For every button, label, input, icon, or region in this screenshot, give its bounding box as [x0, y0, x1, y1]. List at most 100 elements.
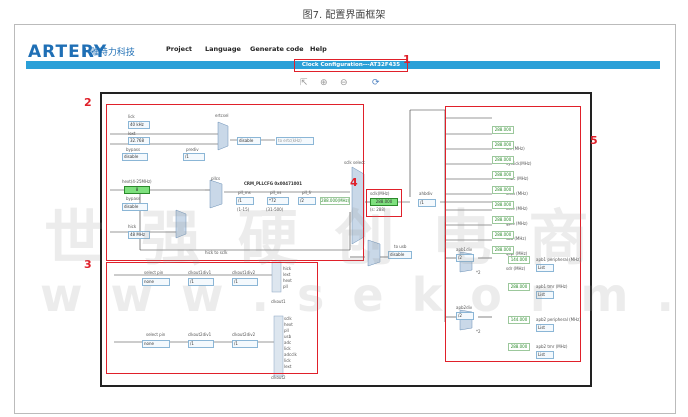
- apb1-tmr-value: 288.000: [508, 283, 530, 291]
- pllcs-label: pllcs: [211, 176, 221, 181]
- output-qspi-label: qspi (MHz): [506, 251, 528, 256]
- ahbdiv-select[interactable]: /1: [418, 199, 436, 207]
- apb1-tmr-list-button[interactable]: List: [536, 291, 554, 299]
- clkout2-name: clkout2: [271, 375, 286, 380]
- ertcsel-select[interactable]: disable: [237, 137, 261, 145]
- lext-label: lext: [128, 131, 136, 136]
- prediv-select[interactable]: /1: [183, 153, 205, 161]
- clkout1-name: clkout1: [271, 299, 286, 304]
- sclk-label: sclk(MHz): [370, 191, 390, 196]
- apb2-tmr-list-button[interactable]: List: [536, 351, 554, 359]
- output-i2s-label: i2s (MHz): [506, 146, 525, 151]
- clkout2-div1-label: clkout2div1: [188, 332, 212, 337]
- clkout2-select-label: select pin: [146, 332, 166, 337]
- output-gpio-label: gpio (MHz): [506, 221, 528, 226]
- output-sba-value: 288.000: [492, 216, 514, 224]
- clkout2-source-lick: lick: [284, 346, 291, 351]
- clkout2-div2-label: clkout2div2: [232, 332, 256, 337]
- marker-3: 3: [84, 258, 92, 271]
- hext-value[interactable]: 8: [124, 186, 150, 194]
- clkout1-sources: hick lext hext pll: [283, 266, 292, 290]
- marker-box-4: [366, 189, 402, 217]
- sclk-value: 288.000: [370, 198, 398, 206]
- clkout1-div2-select[interactable]: /1: [232, 278, 258, 286]
- menu-project[interactable]: Project: [166, 45, 193, 53]
- zoom-out-icon[interactable]: ⊖: [340, 78, 348, 88]
- apb1div-select[interactable]: /2: [456, 254, 474, 262]
- clkout1-source-pll: pll: [283, 284, 288, 289]
- output-systick-value: 288.000: [492, 141, 514, 149]
- output-core-value: 288.000: [492, 186, 514, 194]
- menu-help[interactable]: Help: [310, 45, 327, 53]
- ertc-output: to ertc(kHz): [276, 137, 314, 145]
- zoom-in-icon[interactable]: ⊕: [320, 78, 328, 88]
- clkout2-div1-select[interactable]: /1: [188, 340, 214, 348]
- pll-ms-range: (1-15): [237, 207, 250, 212]
- menu-generate-code[interactable]: Generate code: [250, 45, 304, 53]
- clkout2-source-lext: lext: [284, 364, 292, 369]
- clkout1-pin-select[interactable]: none: [142, 278, 170, 286]
- clkout2-pin-select[interactable]: none: [142, 340, 170, 348]
- hext-bypass-select[interactable]: disable: [122, 203, 148, 211]
- marker-box-2: [106, 104, 364, 261]
- clkout2-source-usb: usb: [284, 334, 292, 339]
- apb2div-select[interactable]: /2: [456, 312, 474, 320]
- bypass-label-1: bypass: [126, 147, 141, 152]
- pll-fr-label: pll_fr: [302, 190, 312, 195]
- pll-fr-select[interactable]: /2: [298, 197, 316, 205]
- apb2-peripheral-label: apb2 peripheral (MHz): [536, 317, 581, 322]
- output-sba-label: sba (MHz): [506, 236, 527, 241]
- clkout1-source-lext: lext: [283, 272, 291, 277]
- pll-ns-input[interactable]: *72: [267, 197, 289, 205]
- hick-value[interactable]: 48 MHz: [128, 231, 150, 239]
- marker-box-1: [294, 59, 408, 72]
- output-dma-value: 288.000: [492, 171, 514, 179]
- marker-4: 4: [350, 176, 358, 189]
- usb-label: to usb: [394, 244, 407, 249]
- menu-language[interactable]: Language: [205, 45, 241, 53]
- lext-bypass-select[interactable]: disable: [122, 153, 148, 161]
- marker-box-3: [106, 262, 318, 374]
- marker-2: 2: [84, 96, 92, 109]
- pll-ns-range: (31-500): [266, 207, 284, 212]
- apb2-multiplier: *2: [476, 329, 481, 334]
- apb1div-label: apb1div: [456, 247, 473, 252]
- clkout2-source-adc: adc: [284, 340, 292, 345]
- clkout2-div2-select[interactable]: /1: [232, 340, 258, 348]
- apb2-peripheral-list-button[interactable]: List: [536, 324, 554, 332]
- title-bar: [26, 61, 660, 69]
- clkout1-source-hext: hext: [283, 278, 292, 283]
- apb1-peripheral-value: 144.000: [508, 256, 530, 264]
- clkout2-source-sclk: sclk: [284, 316, 292, 321]
- output-gpio-value: 288.000: [492, 201, 514, 209]
- zoom-fit-icon[interactable]: ⇱: [300, 78, 308, 88]
- lick-value[interactable]: 40 kHz: [128, 121, 150, 129]
- usb-select[interactable]: disable: [388, 251, 412, 259]
- apb2-tmr-value: 288.000: [508, 343, 530, 351]
- pll-output-value: 288.000(MHz): [320, 197, 350, 205]
- output-dma-label: dma (MHz): [506, 191, 528, 196]
- clkout1-div1-select[interactable]: /1: [188, 278, 214, 286]
- refresh-icon[interactable]: ⟳: [372, 78, 380, 88]
- artery-logo: ARTERY: [28, 42, 108, 62]
- apb1-peripheral-list-button[interactable]: List: [536, 264, 554, 272]
- clkout2-source-adcclk: adcclk: [284, 352, 297, 357]
- apb1-tmr-label: apb1 tmr (MHz): [536, 284, 568, 289]
- pll-ms-input[interactable]: /1: [236, 197, 254, 205]
- hick-to-sclk-label: hick to sclk: [205, 250, 228, 255]
- figure-caption: 图7. 配置界面框架: [302, 10, 386, 21]
- marker-5: 5: [590, 134, 598, 147]
- clock-config-title: Clock Configuration---AT32F435: [301, 62, 401, 68]
- pll-ns-label: pll_ns: [270, 190, 282, 195]
- bypass-label-2: bypass: [126, 196, 141, 201]
- output-core-label: core (MHz): [506, 206, 528, 211]
- output-qspi-value: 288.000: [492, 231, 514, 239]
- clkout1-div1-label: clkout1div1: [188, 270, 212, 275]
- output-cdbc-label: cdbc (MHz): [506, 176, 529, 181]
- clkout2-source-hext: hext: [284, 322, 293, 327]
- clkout1-select-label: select pin: [144, 270, 164, 275]
- sclk-max: (s: 288): [370, 207, 386, 212]
- ahbdiv-label: ahbdiv: [419, 191, 433, 196]
- apb2-tmr-label: apb2 tmr (MHz): [536, 344, 568, 349]
- lext-value[interactable]: 32.768: [128, 137, 150, 145]
